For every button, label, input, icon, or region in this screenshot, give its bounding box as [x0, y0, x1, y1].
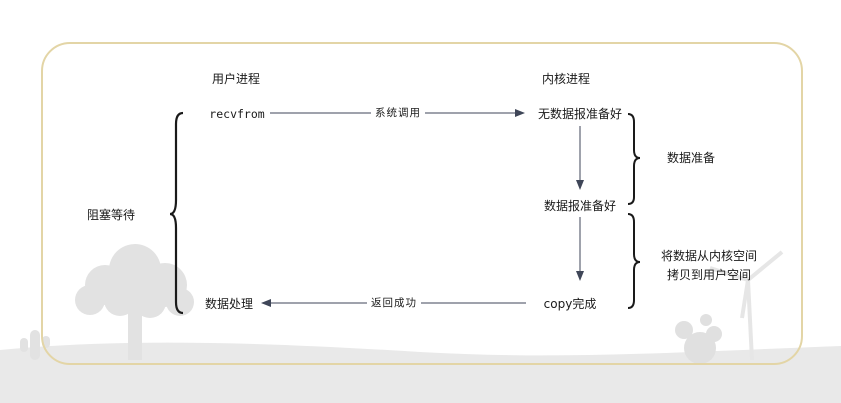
blocking-brace: [169, 111, 184, 315]
copy-done-node: copy完成: [543, 297, 597, 311]
syscall-label: 系统调用: [371, 105, 425, 121]
cactus-icon: [675, 314, 722, 364]
windmill-icon: [709, 250, 784, 361]
return-ok-label: 返回成功: [367, 295, 421, 311]
blocking-wait-label: 阻塞等待: [87, 208, 136, 222]
kernel-process-header: 内核进程: [541, 72, 591, 86]
copy-label-line1: 将数据从内核空间: [661, 249, 758, 263]
diagram-frame: [41, 42, 803, 365]
copy-label-line2: 拷贝到用户空间: [667, 268, 752, 282]
tree-icon: [75, 244, 194, 360]
copy-brace: [627, 213, 641, 309]
process-data-node: 数据处理: [204, 297, 254, 311]
cactus-icon: [20, 330, 50, 360]
user-process-header: 用户进程: [211, 72, 261, 86]
ground-hill: [0, 342, 841, 403]
prepare-brace: [627, 113, 641, 205]
recvfrom-node: recvfrom: [209, 107, 265, 121]
ready-node: 数据报准备好: [543, 199, 617, 213]
not-ready-node: 无数据报准备好: [537, 107, 623, 121]
data-prepare-label: 数据准备: [667, 151, 716, 165]
